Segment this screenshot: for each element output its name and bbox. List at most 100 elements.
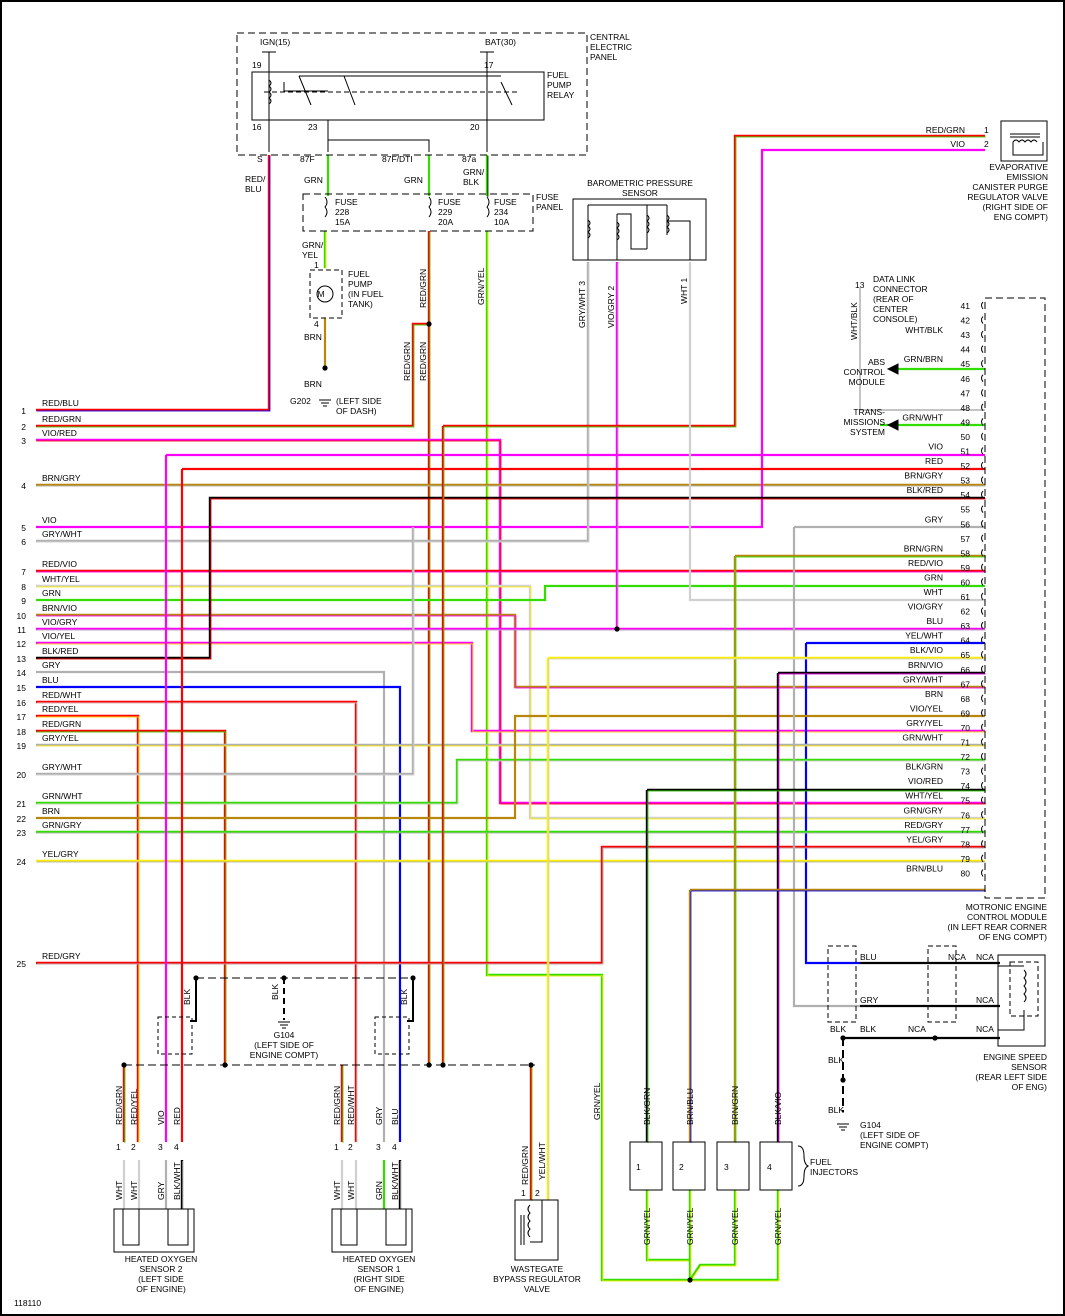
- wastegate-title: WASTEGATE: [511, 1264, 564, 1274]
- ecm-wire-label-67: GRY/WHT: [903, 674, 943, 684]
- ho2s2-pin-4: 4: [174, 1142, 179, 1152]
- wire-red-yel: [36, 714, 140, 1142]
- ecm-wire-label-70: GRY/YEL: [906, 718, 943, 728]
- injector-num-4: 4: [767, 1162, 772, 1172]
- left-wire-label-8: WHT/YEL: [42, 574, 80, 584]
- ecm-pin-44: 44: [961, 345, 971, 355]
- ecm-pin-48: 48: [961, 403, 971, 413]
- ess-blk: BLK: [830, 1024, 846, 1034]
- wire-tracer: [36, 155, 271, 412]
- ecm-pin-43: 43: [961, 330, 971, 340]
- shield-b: [927, 945, 957, 1023]
- ecm-wire-label-68: BRN: [925, 689, 943, 699]
- pin-17: 17: [484, 60, 494, 70]
- left-wire-label-16: RED/WHT: [42, 690, 82, 700]
- wire-label-split-b: RED/GRN: [418, 342, 428, 381]
- ecm-wire-label-43: WHT/BLK: [905, 325, 943, 335]
- components-layer: [113, 32, 1048, 1261]
- relay-title: PUMP: [547, 80, 572, 90]
- ecm-pin-46: 46: [961, 374, 971, 384]
- wire-tracer: [690, 1190, 780, 1282]
- wire-grn: [36, 584, 985, 602]
- ess-blk3: BLK: [828, 1055, 844, 1065]
- engine-speed-title: ENGINE SPEED: [983, 1052, 1047, 1062]
- injector-num-1: 1: [636, 1162, 641, 1172]
- splice-dots: [121, 321, 938, 1283]
- pump-pin-4: 4: [314, 319, 319, 329]
- splice-dot: [426, 1062, 432, 1068]
- ho2s2-title: HEATED OXYGEN: [125, 1254, 198, 1264]
- ho2s2-title: (LEFT SIDE: [138, 1274, 184, 1284]
- pin-19: 19: [252, 60, 262, 70]
- ess-blk2: BLK: [860, 1024, 876, 1034]
- wire-pin1: [36, 155, 271, 412]
- splice-dot: [410, 975, 416, 981]
- wire-tracer: [36, 615, 986, 689]
- left-wire-label-19: GRY/YEL: [42, 733, 79, 743]
- left-pin-13: 13: [17, 654, 27, 664]
- left-wire-label-4: BRN/GRY: [42, 473, 81, 483]
- ecm-wire-label-80: BRN/BLU: [906, 863, 943, 873]
- wire-gry-wht: [36, 262, 590, 543]
- ecm-pin-50: 50: [961, 432, 971, 442]
- left-wire-label-12: VIO/YEL: [42, 631, 75, 641]
- relay-title: FUEL: [547, 70, 569, 80]
- left-wire-label-7: RED/VIO: [42, 559, 77, 569]
- wire-tracer: [36, 643, 986, 733]
- baro-title: SENSOR: [622, 188, 658, 198]
- left-pin-7: 7: [21, 567, 26, 577]
- fuel-pump-title: TANK): [348, 299, 373, 309]
- fuse-234: 10A: [494, 217, 509, 227]
- injector-num-3: 3: [724, 1162, 729, 1172]
- ess-blu: BLU: [860, 952, 877, 962]
- g202-location: OF DASH): [336, 406, 377, 416]
- fuse-elements: [324, 196, 490, 218]
- evap-pin2: 2: [984, 139, 989, 149]
- ecm-wire-label-59: RED/VIO: [908, 558, 943, 568]
- trans-title: SYSTEM: [850, 427, 885, 437]
- splice-dot: [121, 1062, 127, 1068]
- ho2s1-title: SENSOR 1: [358, 1264, 401, 1274]
- ecm-pin-80: 80: [961, 868, 971, 878]
- wire-label-87fdti: GRN: [404, 175, 423, 185]
- left-pin-6: 6: [21, 537, 26, 547]
- wire-label-87a: GRN/: [463, 167, 485, 177]
- splice-dot: [440, 1062, 446, 1068]
- splice-dot: [932, 1035, 938, 1041]
- ho2s1-bot-1: WHT: [332, 1181, 342, 1200]
- left-wire-label-24: YEL/GRY: [42, 849, 79, 859]
- left-pin-12: 12: [17, 639, 27, 649]
- fuse-234: FUSE: [494, 197, 517, 207]
- wire-blu: [804, 643, 860, 965]
- baro-title: BAROMETRIC PRESSURE: [587, 178, 693, 188]
- ho2s1-top-4: BLU: [390, 1108, 400, 1125]
- ecm-wire-label-65: BLK/VIO: [910, 645, 943, 655]
- left-pin-19: 19: [17, 741, 27, 751]
- inj-bot-1: GRN/YEL: [642, 1207, 652, 1245]
- out-87fdti: 87F/DTI: [382, 154, 413, 164]
- ess-gry: GRY: [860, 995, 879, 1005]
- left-wire-label-21: GRN/WHT: [42, 791, 83, 801]
- g104-right-location: ENGINE COMPT): [860, 1140, 929, 1150]
- wastegate-box: [514, 1199, 559, 1261]
- wire-tracer: [36, 527, 415, 776]
- splice-dot: [528, 1062, 534, 1068]
- wire-tracer: [443, 136, 986, 428]
- ground-icon-g202: [319, 399, 331, 407]
- inj-top-2: BRN/BLU: [685, 1088, 695, 1125]
- dlc-title: CONNECTOR: [873, 284, 928, 294]
- ecm-pin-49: 49: [961, 417, 971, 427]
- wire-inj-feed: [485, 231, 690, 1282]
- ho2s2-pin-2: 2: [131, 1142, 136, 1152]
- ign-label: IGN(15): [260, 37, 290, 47]
- g104-right-name: G104: [860, 1120, 881, 1130]
- engine-speed-title: (REAR LEFT SIDE: [975, 1072, 1047, 1082]
- relay-switch-contacts: [283, 75, 513, 106]
- injector-3-box: [716, 1141, 750, 1191]
- baro-internal-wires: [587, 204, 691, 260]
- inj-top-4: BLK/VIO: [773, 1092, 783, 1125]
- motor-icon: [316, 285, 334, 303]
- splice-dot: [614, 626, 620, 632]
- ecm-pin-56: 56: [961, 519, 971, 529]
